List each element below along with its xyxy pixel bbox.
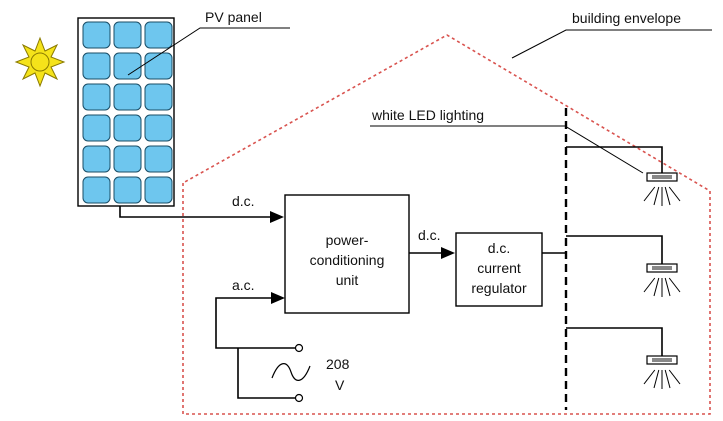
pv-cell	[113, 145, 142, 173]
ac-arrowhead	[271, 292, 285, 304]
pv-cell	[144, 52, 173, 80]
pv-panel-label: PV panel	[205, 9, 262, 25]
ac-source-icon	[271, 343, 311, 403]
regulator-label-line3: regulator	[471, 280, 527, 296]
ac-return-wire	[237, 375, 297, 399]
light-ray	[668, 277, 681, 293]
building-envelope-leader	[511, 29, 712, 59]
light-ray	[643, 369, 656, 385]
light-ray	[664, 277, 671, 297]
led-lamp-icon	[643, 263, 681, 297]
pv-cell	[113, 21, 142, 49]
pv-cell	[82, 52, 111, 80]
led-branch-3	[566, 327, 663, 356]
led-branch-2	[566, 235, 663, 264]
pv-cell	[144, 176, 173, 204]
light-ray	[664, 369, 671, 389]
light-ray	[643, 277, 656, 293]
pv-cell	[82, 145, 111, 173]
pv-cell	[144, 145, 173, 173]
power-conditioning-unit-box	[284, 194, 410, 314]
dc-current-regulator-box	[455, 232, 543, 307]
pcu-label-line2: conditioning	[310, 252, 385, 268]
pcu-label-line1: power-	[326, 232, 369, 248]
pv-cell	[82, 83, 111, 111]
pv-panel-leader	[127, 27, 290, 76]
building-envelope-outline	[182, 34, 711, 415]
light-ray	[668, 186, 681, 202]
ac-wire	[215, 297, 297, 375]
regulator-label-line2: current	[477, 260, 521, 276]
led-lamp-icon	[643, 172, 681, 206]
sun-icon	[14, 36, 66, 88]
pv-cell	[82, 21, 111, 49]
pv-cell	[113, 52, 142, 80]
pv-cell	[113, 176, 142, 204]
dc-output-label: d.c.	[418, 227, 441, 243]
pv-cell	[82, 176, 111, 204]
pv-cell	[144, 21, 173, 49]
ac-input-label: a.c.	[232, 277, 255, 293]
regulator-label-line1: d.c.	[488, 240, 511, 256]
white-led-lighting-label: white LED lighting	[371, 107, 484, 123]
led-lamp-icon	[643, 355, 681, 389]
pv-cell	[82, 114, 111, 142]
pcu-dc-arrowhead	[441, 247, 455, 259]
pv-cell	[113, 83, 142, 111]
light-ray	[664, 186, 671, 206]
pv-cell	[144, 114, 173, 142]
light-ray	[668, 369, 681, 385]
pv-dc-wire	[119, 206, 270, 218]
pv-panel-icon	[77, 17, 175, 207]
voltage-value-label: 208	[326, 356, 350, 372]
light-ray	[643, 186, 656, 202]
light-ray	[653, 369, 660, 389]
voltage-unit-label: V	[335, 377, 345, 393]
led-branch-1	[566, 146, 663, 173]
pv-dc-arrowhead	[270, 211, 284, 223]
pv-cell	[113, 114, 142, 142]
light-ray	[653, 186, 660, 206]
dc-input-label: d.c.	[232, 193, 255, 209]
light-ray	[653, 277, 660, 297]
building-envelope-label: building envelope	[572, 10, 681, 26]
white-led-lighting-leader	[370, 125, 644, 174]
pv-cell	[144, 83, 173, 111]
pcu-label-line3: unit	[336, 272, 359, 288]
